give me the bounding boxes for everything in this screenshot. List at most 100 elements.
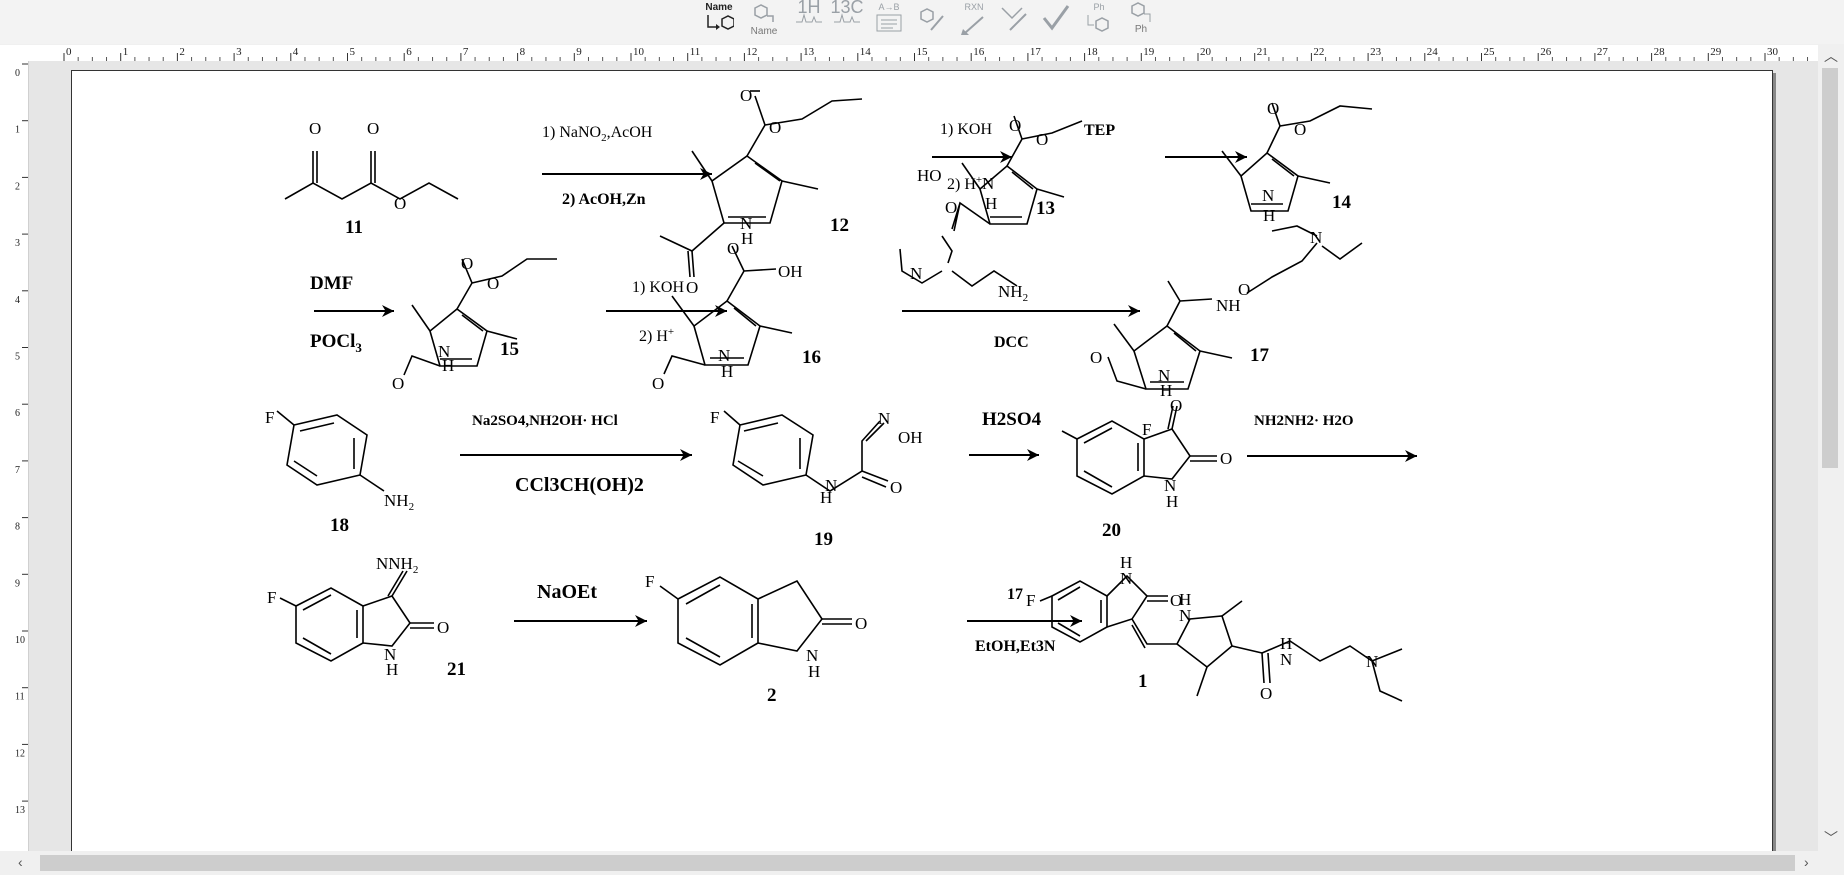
h1-nmr-button[interactable]: 1H <box>790 0 828 40</box>
atom-h: H <box>721 362 733 381</box>
ruler-label: 3 <box>236 46 242 58</box>
h1-nmr-label: 1H <box>797 0 821 17</box>
ruler-label: 15 <box>917 46 929 58</box>
atom-n: N <box>718 346 730 365</box>
ruler-label: 26 <box>1540 46 1552 58</box>
ruler-label: 14 <box>860 46 872 58</box>
hexagon-icon <box>754 4 774 22</box>
atom-n: N <box>1280 650 1292 669</box>
broom-icon <box>961 16 984 35</box>
atom-o: O <box>727 239 739 258</box>
atom-n: N <box>1310 228 1322 247</box>
clean-reaction-button[interactable]: RXN <box>955 2 993 40</box>
c13-nmr-button[interactable]: 13C <box>828 0 866 40</box>
atom-o: O <box>1009 116 1021 135</box>
compound-label-16: 16 <box>802 347 821 368</box>
ruler-label: 9 <box>15 578 20 589</box>
scroll-right-icon[interactable]: › <box>1804 854 1809 870</box>
document-icon <box>876 14 902 32</box>
atom-h: H <box>741 229 753 248</box>
atom-f: F <box>267 588 276 607</box>
atom-o: O <box>1260 684 1272 703</box>
scroll-up-icon[interactable]: ︿ <box>1824 48 1838 64</box>
compound-1-structure <box>1039 574 1403 702</box>
ruler-label: 11 <box>15 692 25 703</box>
name2-button-label: Name <box>750 26 778 37</box>
atom-n: N <box>806 646 818 665</box>
ruler-label: 6 <box>15 408 20 419</box>
atom-h: H <box>1179 590 1191 609</box>
ruler-label: 5 <box>15 352 20 363</box>
scroll-down-icon[interactable]: ﹀ <box>1824 830 1838 846</box>
atom-o: O <box>437 618 449 637</box>
ruler-label: 1 <box>15 125 20 136</box>
atom-n: N <box>910 264 922 283</box>
structure-to-name-button[interactable]: Name <box>745 2 783 40</box>
compound-18-structure <box>276 410 385 492</box>
rxn-label: RXN <box>964 2 984 12</box>
atom-o: O <box>1267 99 1279 118</box>
name-to-structure-button[interactable]: Name <box>700 2 738 40</box>
compound-2-structure <box>659 576 852 666</box>
clean-structure-button[interactable] <box>912 2 950 40</box>
compound-label-18: 18 <box>330 515 349 536</box>
atom-o: O <box>1238 280 1250 299</box>
ruler-label: 7 <box>463 46 469 58</box>
horizontal-scroll-thumb[interactable] <box>40 855 1795 871</box>
compound-label-14: 14 <box>1332 192 1352 213</box>
compound-label-1: 1 <box>1138 671 1148 692</box>
reagent-3: TEP <box>1084 122 1115 139</box>
compound-11-structure <box>284 151 459 200</box>
contract-label-button[interactable]: Ph <box>1122 2 1160 40</box>
atom-o: O <box>367 119 379 138</box>
ruler-label: 13 <box>15 805 25 816</box>
ruler-label: 12 <box>15 748 25 759</box>
ruler-label: 24 <box>1427 46 1439 58</box>
atom-n: N <box>1262 186 1274 205</box>
ruler-label: 16 <box>973 46 985 58</box>
ruler-label: 19 <box>1143 46 1155 58</box>
atom-n: N <box>1179 606 1191 625</box>
reagent-11-top: 17 <box>1007 586 1023 603</box>
atom-h: H <box>808 662 820 681</box>
atom-o: O <box>1220 449 1232 468</box>
ruler-label: 10 <box>633 46 645 58</box>
atom-o: O <box>392 374 404 393</box>
compound-13-structure <box>951 115 1083 232</box>
ruler-label: 29 <box>1710 46 1722 58</box>
atom-o: O <box>1036 130 1048 149</box>
structure-icon <box>707 15 734 30</box>
atom-n: N <box>384 645 396 664</box>
reagent-4-bottom: POCl3 <box>310 331 362 355</box>
atom-o: O <box>890 478 902 497</box>
drawing-canvas[interactable]: O O O 11 1) NaNO2,AcOH 2) AcOH,Zn O O O … <box>29 61 1818 851</box>
scroll-left-icon[interactable]: ‹ <box>18 854 23 870</box>
ruler-label: 8 <box>520 46 526 58</box>
atom-h: H <box>1280 634 1292 653</box>
atom-h: H <box>442 356 454 375</box>
clean-biopolymer-button[interactable] <box>995 2 1033 40</box>
checkmark-icon <box>1042 5 1070 31</box>
broom-icon <box>920 8 944 31</box>
atom-o: O <box>309 119 321 138</box>
check-structure-button[interactable] <box>1037 2 1075 40</box>
atom-n: N <box>1158 366 1170 385</box>
reaction-scheme: O O O 11 1) NaNO2,AcOH 2) AcOH,Zn O O O … <box>265 86 1417 706</box>
atom-nh: H <box>820 488 832 507</box>
vertical-scroll-thumb[interactable] <box>1822 68 1838 468</box>
atom-n: N <box>1366 652 1378 671</box>
atom-o: O <box>1090 348 1102 367</box>
c13-nmr-label: 13C <box>830 0 864 17</box>
reagent-1-line2: 2) AcOH,Zn <box>562 191 646 208</box>
compound-label-15: 15 <box>500 339 519 360</box>
atom-nh: NH <box>1216 296 1241 315</box>
reaction-text-button[interactable]: A→B <box>870 2 908 40</box>
ruler-label: 6 <box>406 46 412 58</box>
expand-label-button[interactable]: Ph <box>1080 2 1118 40</box>
reagent-1-line1: 1) NaNO2,AcOH <box>542 124 653 144</box>
document-page[interactable]: O O O 11 1) NaNO2,AcOH 2) AcOH,Zn O O O … <box>71 70 1773 851</box>
